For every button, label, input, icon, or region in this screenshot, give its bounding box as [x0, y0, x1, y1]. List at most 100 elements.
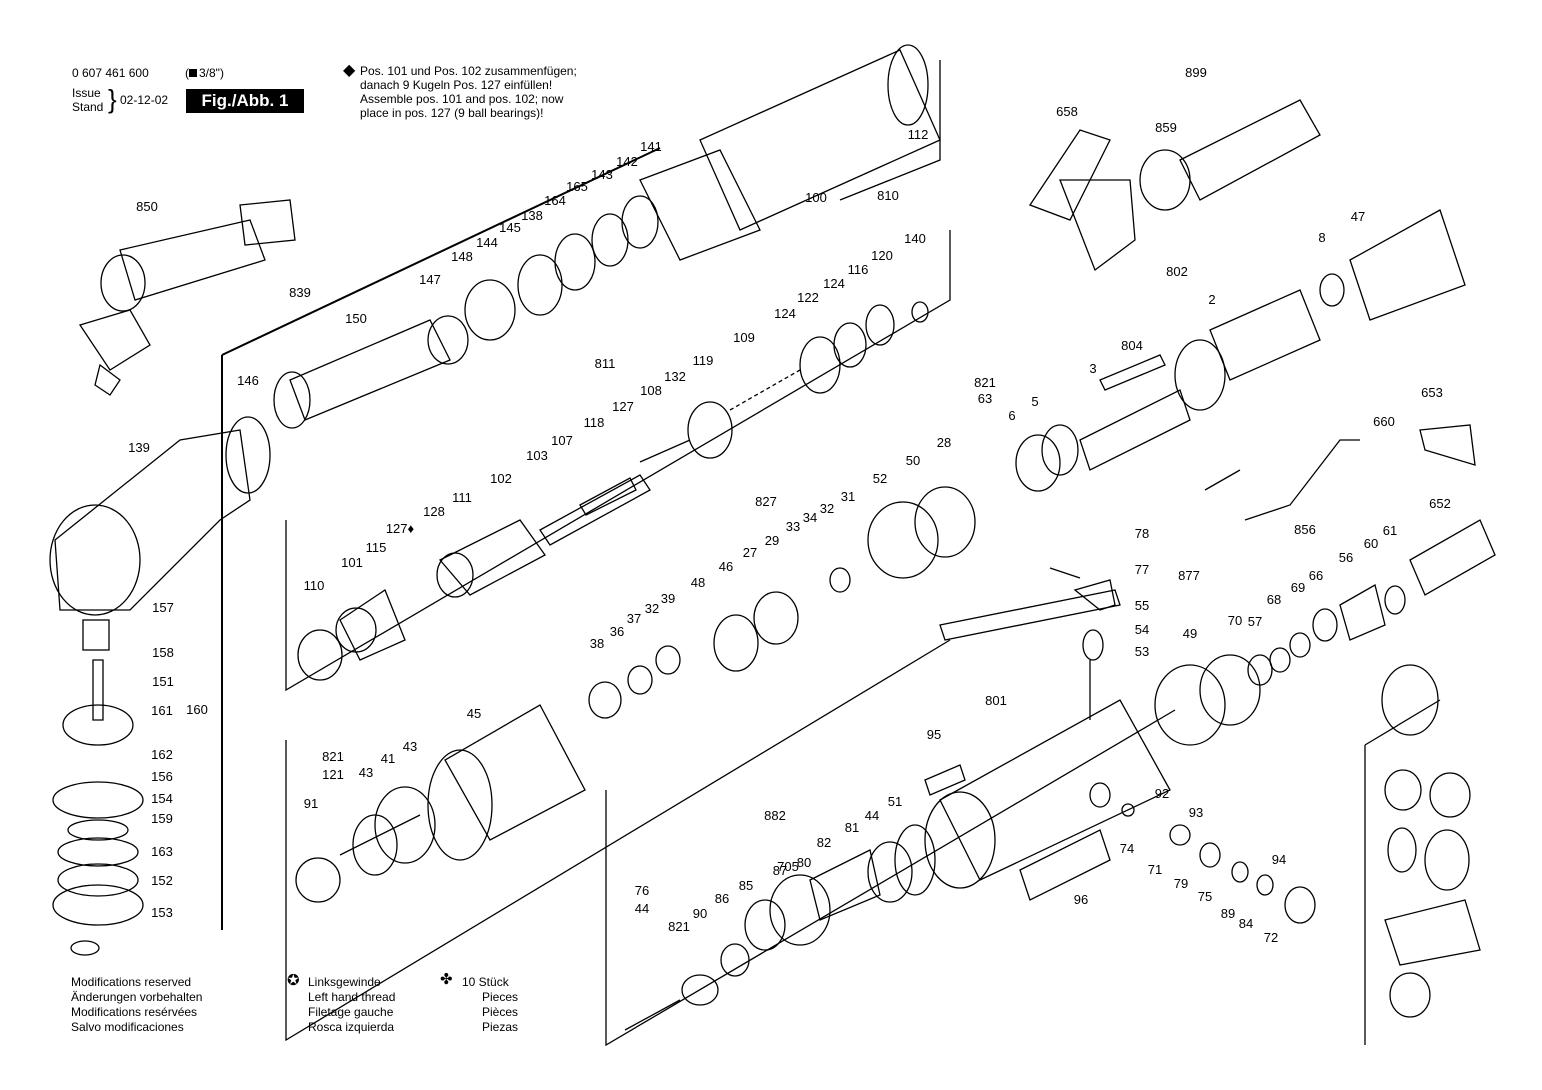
- part-callout: 69: [1291, 580, 1305, 595]
- part-callout: 882: [764, 808, 786, 823]
- part-outline: [1179, 99, 1321, 201]
- part-outline: [436, 552, 474, 598]
- part-callout: 66: [1309, 568, 1323, 583]
- part-callout: 63: [978, 391, 992, 406]
- part-callout: 810: [877, 188, 899, 203]
- part-callout: 91: [304, 796, 318, 811]
- issue-date: 02-12-02: [120, 93, 169, 107]
- part-callout: 839: [289, 285, 311, 300]
- part-outline: [339, 589, 406, 661]
- part-outline: [687, 401, 733, 459]
- part-callout: 82: [817, 835, 831, 850]
- part-callout: 144: [476, 235, 498, 250]
- part-callout: 122: [797, 290, 819, 305]
- part-outline: [753, 591, 799, 645]
- part-outline: [924, 791, 996, 889]
- part-outline: [591, 213, 629, 267]
- part-callout: 45: [467, 706, 481, 721]
- part-callout: 145: [499, 220, 521, 235]
- part-callout: 108: [640, 383, 662, 398]
- part-callout: 148: [451, 249, 473, 264]
- part-outline: [239, 199, 296, 246]
- part-callout: 72: [1264, 930, 1278, 945]
- part-callout: 653: [1421, 385, 1443, 400]
- part-callout: 115: [366, 540, 387, 555]
- part-callout: 132: [664, 369, 686, 384]
- part-callout: 86: [715, 891, 729, 906]
- brace-icon: }: [108, 84, 117, 114]
- part-callout: 859: [1155, 120, 1177, 135]
- part-callout: 38: [590, 636, 604, 651]
- part-callout: 89: [1221, 906, 1235, 921]
- note-line: danach 9 Kugeln Pos. 127 einfüllen!: [360, 78, 553, 92]
- panel-frame: [839, 60, 941, 201]
- part-outline: [1089, 782, 1111, 808]
- part-outline: [1209, 289, 1321, 381]
- part-outline: [744, 899, 786, 951]
- part-callout: 827: [755, 494, 777, 509]
- part-callout: 49: [1183, 626, 1197, 641]
- part-callout: 138: [521, 208, 543, 223]
- diamond-icon: ◆: [343, 62, 356, 79]
- part-callout: 856: [1294, 522, 1316, 537]
- part-outline: [1312, 608, 1338, 642]
- panel-frame: [285, 639, 951, 1042]
- part-callout: 51: [888, 794, 902, 809]
- part-outline: [769, 874, 831, 946]
- part-callout: 92: [1155, 786, 1169, 801]
- part-callout: 141: [640, 139, 662, 154]
- part-callout: 43: [403, 739, 417, 754]
- part-outline: [427, 749, 493, 861]
- part-outline: [100, 254, 146, 312]
- part-outline: [289, 319, 451, 421]
- part-outline: [57, 863, 139, 897]
- part-callout: 32: [820, 501, 834, 516]
- part-outline: [1381, 664, 1439, 736]
- part-callout: 78: [1135, 526, 1149, 541]
- part-callout: 821: [322, 749, 344, 764]
- part-outline: [1099, 354, 1166, 391]
- part-outline: [1204, 439, 1360, 521]
- part-outline: [62, 704, 134, 746]
- part-outline: [1424, 829, 1470, 891]
- part-outline: [655, 645, 681, 675]
- part-callout: 44: [635, 901, 649, 916]
- part-outline: [78, 309, 151, 371]
- part-callout: 821: [668, 919, 690, 934]
- part-outline: [865, 304, 895, 346]
- part-outline: [295, 857, 341, 903]
- part-callout: 128: [423, 504, 445, 519]
- part-callout: 102: [490, 471, 512, 486]
- legend-line: Rosca izquierda: [308, 1020, 395, 1034]
- part-callout: 163: [151, 844, 173, 859]
- part-outline: [624, 999, 681, 1031]
- part-callout: 140: [904, 231, 926, 246]
- part-callout: 34: [803, 510, 817, 525]
- part-callout: 162: [151, 747, 173, 762]
- part-callout: 79: [1174, 876, 1188, 891]
- part-callout: 152: [151, 873, 173, 888]
- part-callout: 90: [693, 906, 707, 921]
- part-callout: 107: [551, 433, 573, 448]
- pieces-count: 10 Stück: [462, 975, 509, 989]
- part-callout: 802: [1166, 264, 1188, 279]
- part-outline: [1409, 519, 1496, 596]
- pieces-legend: Pieces Pièces Piezas: [482, 990, 518, 1035]
- part-callout: 112: [908, 127, 929, 142]
- part-outline: [681, 974, 719, 1006]
- part-outline: [713, 614, 759, 672]
- modifications-notice: Modifications reserved Änderungen vorbeh…: [71, 975, 202, 1035]
- part-outline: [119, 219, 266, 301]
- part-outline: [427, 315, 469, 365]
- part-callout: 96: [1074, 892, 1088, 907]
- index-axis: [221, 147, 661, 356]
- part-callout: 156: [151, 769, 173, 784]
- part-callout: 80: [797, 855, 811, 870]
- part-outline: [82, 619, 110, 651]
- legend-line: Pieces: [482, 990, 519, 1004]
- part-callout: 899: [1185, 65, 1207, 80]
- part-outline: [588, 681, 622, 719]
- part-outline: [464, 279, 516, 341]
- part-outline: [335, 607, 377, 653]
